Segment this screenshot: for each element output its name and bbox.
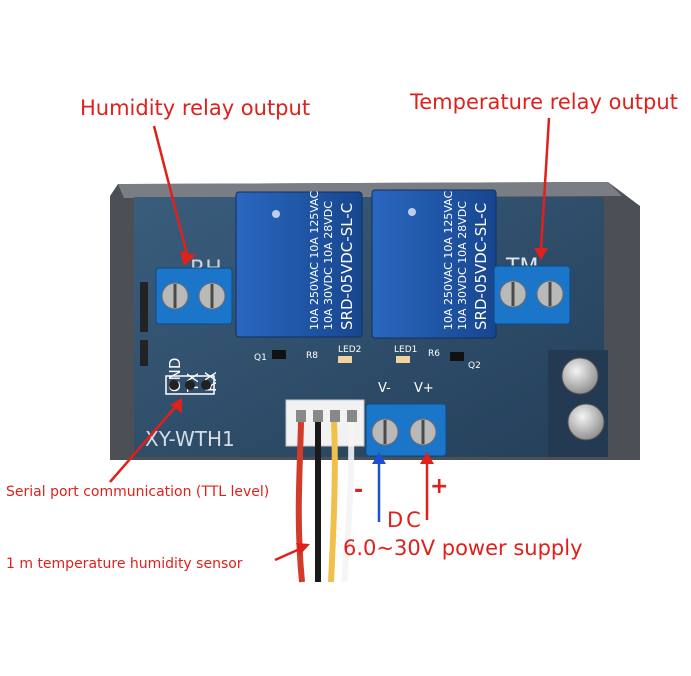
q2-silkscreen: Q2 — [468, 361, 481, 371]
led1-silkscreen: LED1 — [394, 345, 417, 355]
plus-label: + — [430, 474, 449, 499]
humidity-relay-rating-2: 10A 30VDC 10A 28VDC — [322, 201, 335, 330]
led2 — [338, 356, 352, 363]
temperature-relay-model: SRD-05VDC-SL-C — [472, 203, 490, 330]
humidity-terminal-block — [155, 267, 233, 325]
annotation-arrows — [109, 117, 551, 562]
temperature-relay-rating-2: 10A 30VDC 10A 28VDC — [456, 201, 469, 330]
capacitors — [561, 357, 605, 441]
q2-transistor — [450, 352, 464, 361]
v-plus-silkscreen: V+ — [414, 381, 434, 396]
led1 — [396, 356, 410, 363]
humidity-relay — [235, 191, 363, 338]
model-silkscreen: XY-WTH1 — [145, 427, 235, 451]
dc-label: DC — [387, 508, 424, 532]
serial-port-label: Serial port communication (TTL level) — [6, 484, 270, 500]
minus-arrow — [372, 452, 386, 522]
minus-label: - — [354, 478, 364, 503]
r8-silkscreen: R8 — [306, 351, 318, 361]
header-pins — [140, 282, 148, 366]
temperature-terminal-block — [493, 265, 571, 325]
power-supply-label: 6.0~30V power supply — [343, 536, 583, 560]
q1-silkscreen: Q1 — [254, 353, 267, 363]
power-terminal-block — [365, 403, 447, 457]
humidity-relay-rating-1: 10A 250VAC 10A 125VAC — [308, 190, 321, 330]
temperature-relay-rating-1: 10A 250VAC 10A 125VAC — [442, 190, 455, 330]
temperature-relay — [371, 189, 497, 339]
led2-silkscreen: LED2 — [338, 345, 361, 355]
q1-transistor — [272, 350, 286, 359]
sensor-label: 1 m temperature humidity sensor — [6, 556, 243, 572]
sensor-cable — [295, 421, 355, 583]
r6-silkscreen: R6 — [428, 349, 440, 359]
v-minus-silkscreen: V- — [378, 381, 391, 396]
serial-pads — [165, 375, 215, 395]
humidity-relay-label: Humidity relay output — [80, 96, 311, 120]
temperature-relay-label: Temperature relay output — [410, 90, 678, 114]
humidity-relay-model: SRD-05VDC-SL-C — [338, 203, 356, 330]
